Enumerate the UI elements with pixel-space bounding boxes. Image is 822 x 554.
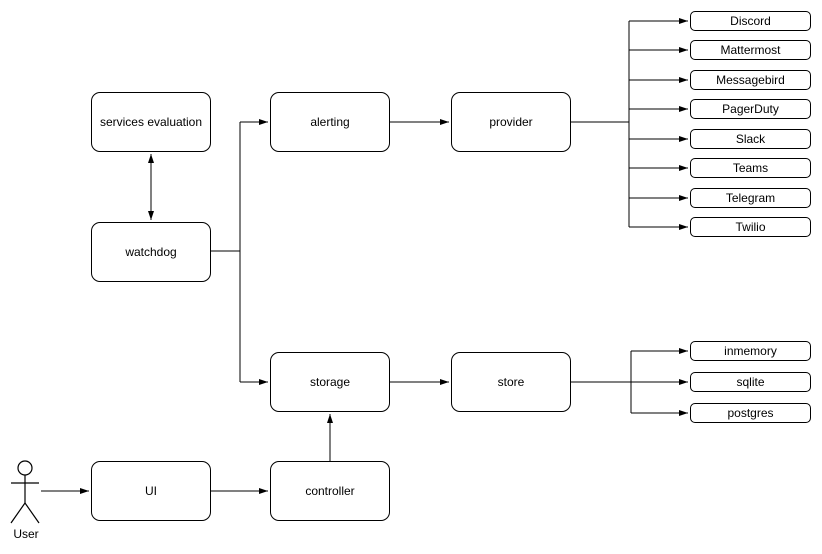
provider-item-pagerduty: PagerDuty bbox=[690, 99, 811, 119]
node-services-evaluation: services evaluation bbox=[91, 92, 211, 152]
provider-item-telegram: Telegram bbox=[690, 188, 811, 208]
provider-item-twilio: Twilio bbox=[690, 217, 811, 237]
store-item-inmemory: inmemory bbox=[690, 341, 811, 361]
provider-item-discord: Discord bbox=[690, 11, 811, 31]
provider-item-messagebird: Messagebird bbox=[690, 70, 811, 90]
edge-store-fanout bbox=[571, 348, 688, 416]
node-provider: provider bbox=[451, 92, 571, 152]
node-storage: storage bbox=[270, 352, 390, 412]
node-controller: controller bbox=[270, 461, 390, 521]
store-item-postgres: postgres bbox=[690, 403, 811, 423]
edge-provider-fanout bbox=[571, 18, 688, 230]
provider-item-slack: Slack bbox=[690, 129, 811, 149]
node-alerting: alerting bbox=[270, 92, 390, 152]
store-item-sqlite: sqlite bbox=[690, 372, 811, 392]
user-actor-label: User bbox=[13, 527, 39, 541]
node-watchdog: watchdog bbox=[91, 222, 211, 282]
provider-item-teams: Teams bbox=[690, 158, 811, 178]
user-actor-icon bbox=[10, 460, 40, 524]
provider-item-mattermost: Mattermost bbox=[690, 40, 811, 60]
node-ui: UI bbox=[91, 461, 211, 521]
node-store: store bbox=[451, 352, 571, 412]
edge-watchdog-branch bbox=[211, 119, 268, 385]
